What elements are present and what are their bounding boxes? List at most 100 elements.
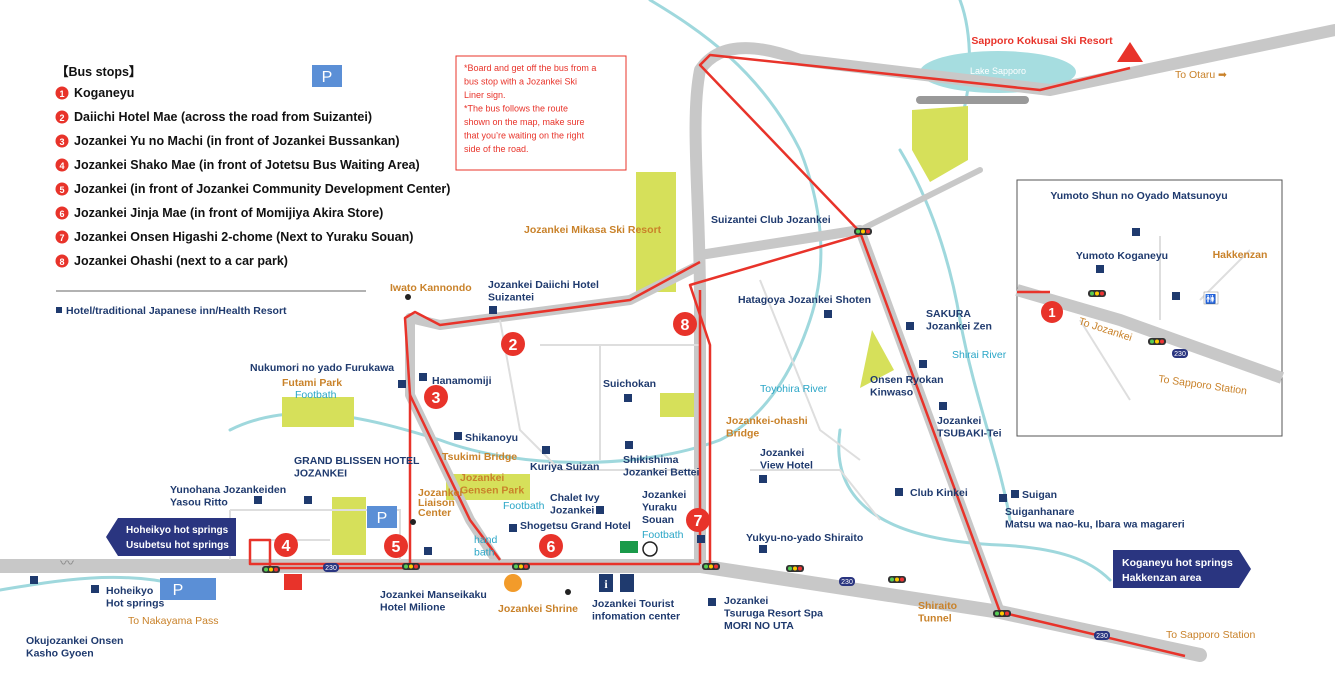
svg-text:P: P bbox=[173, 582, 184, 599]
legend-title: 【Bus stops】 bbox=[56, 64, 141, 79]
bus-shelter-icon bbox=[642, 541, 658, 557]
mikasa-label: Jozankei Mikasa Ski Resort bbox=[524, 224, 662, 236]
svg-text:6: 6 bbox=[59, 209, 64, 219]
legend-stop-label: Daiichi Hotel Mae (across the road from … bbox=[74, 110, 372, 124]
note-line: side of the road. bbox=[464, 144, 529, 154]
legend-stop-label: Koganeyu bbox=[74, 86, 134, 100]
shrine-icon bbox=[504, 574, 522, 592]
nukumori-label: Nukumori no yado Furukawa bbox=[250, 362, 394, 374]
svg-text:Hakkenzan area: Hakkenzan area bbox=[1122, 572, 1202, 584]
note-line: *Board and get off the bus from a bbox=[464, 63, 596, 73]
svg-text:8: 8 bbox=[681, 317, 690, 334]
svg-text:230: 230 bbox=[1096, 633, 1108, 640]
mountain-icon bbox=[1117, 42, 1143, 62]
shirai-label: Shirai River bbox=[952, 349, 1007, 361]
svg-text:P: P bbox=[377, 510, 388, 527]
road-break-icon: 〰 bbox=[60, 555, 74, 571]
info-icon bbox=[599, 574, 613, 592]
tourist-dot bbox=[565, 589, 571, 595]
bus-route bbox=[248, 53, 1186, 658]
bus-stop-2[interactable]: 2 bbox=[501, 332, 525, 356]
suizantei-club-label: Suizantei Club Jozankei bbox=[711, 214, 831, 226]
svg-text:7: 7 bbox=[694, 513, 703, 530]
bus-stop-5[interactable]: 5 bbox=[384, 534, 408, 558]
to-otaru-label: To Otaru bbox=[1175, 69, 1215, 81]
svg-text:8: 8 bbox=[59, 257, 64, 267]
legend-stop-8: 8 Jozankei Ohashi (next to a car park) bbox=[55, 254, 288, 268]
svg-text:5: 5 bbox=[59, 185, 64, 195]
parking-icons: P P P bbox=[160, 65, 397, 600]
bus-stop-3[interactable]: 3 bbox=[424, 385, 448, 409]
bus-sign-icon bbox=[620, 541, 638, 553]
svg-text:5: 5 bbox=[392, 539, 401, 556]
shogetsu-label: Shogetsu Grand Hotel bbox=[520, 520, 631, 532]
bus-stop-6[interactable]: 6 bbox=[539, 534, 563, 558]
bus-stop-4[interactable]: 4 bbox=[274, 533, 298, 557]
svg-text:Yumoto Koganeyu: Yumoto Koganeyu bbox=[1076, 250, 1168, 262]
hotel-icon bbox=[56, 307, 62, 313]
hanamomiji-label: Hanamomiji bbox=[432, 375, 492, 387]
parks bbox=[282, 106, 968, 555]
bus-stop-7[interactable]: 7 bbox=[686, 508, 710, 532]
toyohira-label: Toyohira River bbox=[760, 383, 828, 395]
lake-label: Lake Sapporo bbox=[970, 66, 1026, 76]
iwato-dot bbox=[405, 294, 411, 300]
club-kinkei-label: Club Kinkei bbox=[910, 487, 968, 499]
iwato-label: Iwato Kannondo bbox=[390, 282, 472, 294]
liaison-dot bbox=[410, 519, 416, 525]
legend-stop-label: Jozankei Jinja Mae (in front of Momijiya… bbox=[74, 206, 383, 220]
kuriya-label: Kuriya Suizan bbox=[530, 461, 599, 473]
svg-text:1: 1 bbox=[1048, 305, 1055, 320]
to-nakayama-label: To Nakayama Pass bbox=[128, 615, 218, 627]
legend-stop-6: 6 Jozankei Jinja Mae (in front of Momijiy… bbox=[55, 206, 383, 220]
legend-stop-2: 2 Daiichi Hotel Mae (across the road from… bbox=[55, 110, 372, 124]
svg-text:P: P bbox=[322, 69, 333, 86]
inset-bus-stop-1[interactable] bbox=[1041, 301, 1063, 323]
inset-map: Yumoto Shun no Oyado Matsunoyu Yumoto Ko… bbox=[1015, 179, 1285, 437]
svg-text:2: 2 bbox=[509, 337, 518, 354]
footbath-label: Footbath bbox=[295, 389, 337, 401]
note-line: Liner sign. bbox=[464, 90, 506, 100]
inset-yumoto-shun: Yumoto Shun no Oyado Matsunoyu bbox=[1050, 190, 1227, 202]
legend-stop-label: Jozankei Ohashi (next to a car park) bbox=[74, 254, 288, 268]
svg-text:2: 2 bbox=[59, 113, 64, 123]
shrine-label: Jozankei Shrine bbox=[498, 603, 578, 615]
svg-text:230: 230 bbox=[1174, 351, 1186, 358]
yukyu-label: Yukyu-no-yado Shiraito bbox=[746, 532, 863, 544]
tsukimi-label: Tsukimi Bridge bbox=[442, 451, 517, 463]
svg-text:230: 230 bbox=[841, 579, 853, 586]
legend-stop-label: Jozankei Shako Mae (in front of Jotetsu … bbox=[74, 158, 420, 172]
shikanoyu-label: Shikanoyu bbox=[465, 432, 518, 444]
ski-resort-label: Sapporo Kokusai Ski Resort bbox=[971, 35, 1113, 47]
bus-stop-8[interactable]: 8 bbox=[673, 312, 697, 336]
legend-stop-4: 4 Jozankei Shako Mae (in front of Jotetsu… bbox=[55, 158, 420, 172]
to-sapporo-label: To Sapporo Station bbox=[1166, 629, 1255, 641]
gensen-footbath-label: Footbath bbox=[503, 500, 545, 512]
note-line: *The bus follows the route bbox=[464, 104, 568, 114]
svg-text:4: 4 bbox=[59, 161, 64, 171]
svg-text:230: 230 bbox=[325, 565, 337, 572]
legend-stop-label: Jozankei Onsen Higashi 2-chome (Next to … bbox=[74, 230, 413, 244]
